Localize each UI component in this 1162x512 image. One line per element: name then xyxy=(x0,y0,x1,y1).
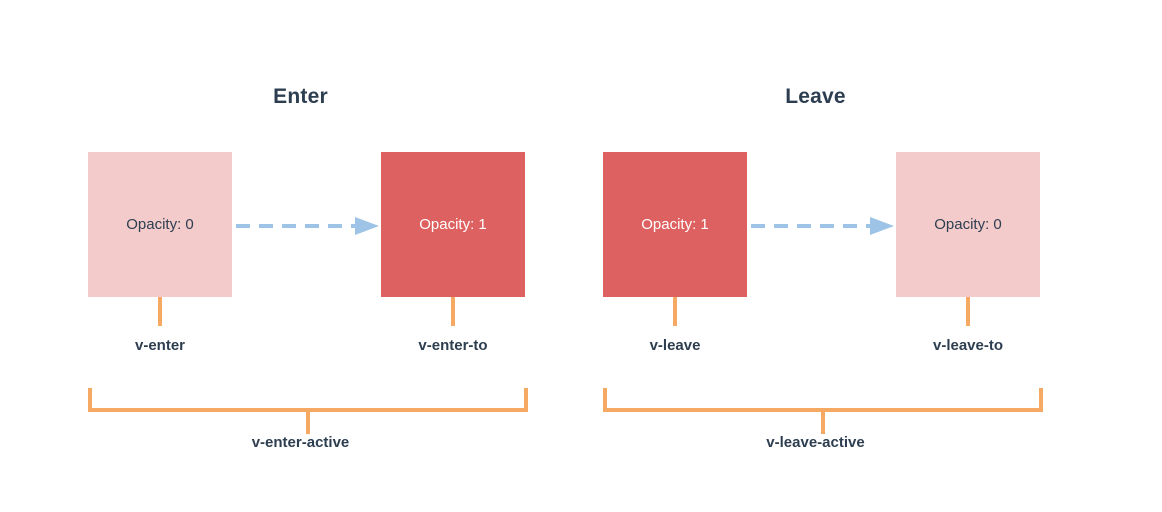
state-box-v-leave-to: Opacity: 0 xyxy=(896,152,1040,297)
active-bracket-leave xyxy=(603,388,1043,412)
group-title-enter: Enter xyxy=(273,85,328,108)
transition-group-enter: Enter Opacity: 0 Opacity: 1 v-enter v-en… xyxy=(73,0,588,512)
class-label-v-leave: v-leave xyxy=(649,337,701,354)
class-label-v-leave-to: v-leave-to xyxy=(932,337,1004,354)
connector-stem-v-leave xyxy=(673,297,677,326)
connector-stem-v-enter xyxy=(158,297,162,326)
active-bracket-stem-leave xyxy=(821,412,825,434)
state-box-opacity-text: Opacity: 1 xyxy=(419,216,487,233)
class-label-v-enter: v-enter xyxy=(134,337,186,354)
dashed-arrow-right-icon xyxy=(751,215,896,237)
class-label-v-enter-active: v-enter-active xyxy=(251,434,350,451)
transition-group-leave: Leave Opacity: 1 Opacity: 0 v-leave v-le… xyxy=(588,0,1103,512)
active-bracket-stem-enter xyxy=(306,412,310,434)
state-box-opacity-text: Opacity: 1 xyxy=(641,216,709,233)
class-label-v-leave-active: v-leave-active xyxy=(766,434,865,451)
state-box-v-enter: Opacity: 0 xyxy=(88,152,232,297)
state-box-v-leave: Opacity: 1 xyxy=(603,152,747,297)
active-bracket-enter xyxy=(88,388,528,412)
state-box-opacity-text: Opacity: 0 xyxy=(934,216,1002,233)
class-label-v-enter-to: v-enter-to xyxy=(418,337,488,354)
group-title-leave: Leave xyxy=(785,85,846,108)
connector-stem-v-enter-to xyxy=(451,297,455,326)
state-box-opacity-text: Opacity: 0 xyxy=(126,216,194,233)
connector-stem-v-leave-to xyxy=(966,297,970,326)
dashed-arrow-right-icon xyxy=(236,215,381,237)
state-box-v-enter-to: Opacity: 1 xyxy=(381,152,525,297)
